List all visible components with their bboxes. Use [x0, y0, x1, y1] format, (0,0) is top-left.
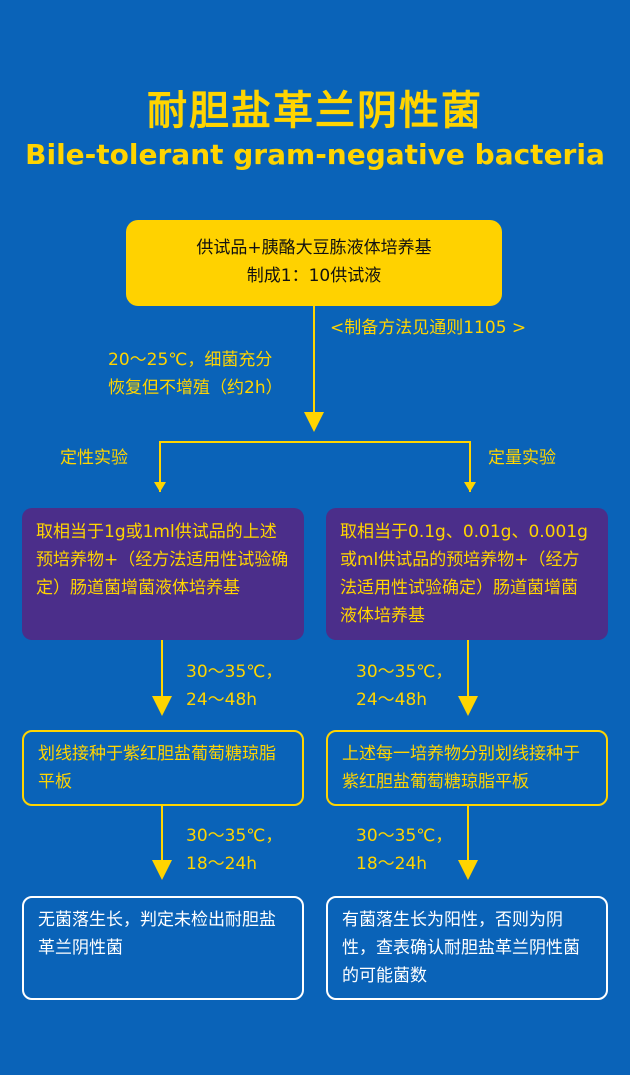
right-temp-2-line-2: 18～24h: [356, 854, 428, 874]
left-temp-1-line-2: 24～48h: [186, 690, 258, 710]
left-plate-box: 划线接种于紫红胆盐葡萄糖琼脂平板: [22, 730, 304, 806]
right-temp-1-line-1: 30～35℃，: [356, 662, 453, 682]
start-line-1: 供试品+胰酪大豆胨液体培养基: [196, 238, 432, 258]
branch-right-arrowhead: [464, 482, 476, 492]
left-enrich-text: 取相当于1g或1ml供试品的上述预培养物+（经方法适用性试验确定）肠道菌增菌液体…: [36, 522, 289, 598]
left-temp-2-line-2: 18～24h: [186, 854, 258, 874]
start-line-2: 制成1：10供试液: [246, 266, 382, 286]
branch-label-quantitative: 定量实验: [488, 448, 556, 468]
right-result-text: 有菌落生长为阳性，否则为阴性，查表确认耐胆盐革兰阴性菌的可能菌数: [342, 910, 580, 986]
start-box: 供试品+胰酪大豆胨液体培养基 制成1：10供试液: [126, 220, 502, 306]
incubation-line-1: 20～25℃，细菌充分: [108, 350, 273, 370]
left-temp-2-line-1: 30～35℃，: [186, 826, 283, 846]
right-temp-2: 30～35℃， 18～24h: [356, 822, 452, 878]
right-plate-box: 上述每一培养物分别划线接种于紫红胆盐葡萄糖琼脂平板: [326, 730, 608, 806]
method-note: <制备方法见通则1105 >: [330, 318, 527, 338]
branch-connector: [159, 441, 471, 492]
left-temp-1: 30～35℃， 24～48h: [186, 658, 282, 714]
branch-left-arrowhead: [154, 482, 166, 492]
title-chinese: 耐胆盐革兰阴性菌: [147, 88, 483, 134]
left-result-box: 无菌落生长，判定未检出耐胆盐革兰阴性菌: [22, 896, 304, 1000]
right-temp-2-line-1: 30～35℃，: [356, 826, 453, 846]
left-enrich-box: 取相当于1g或1ml供试品的上述预培养物+（经方法适用性试验确定）肠道菌增菌液体…: [22, 508, 304, 640]
incubation-line-2: 恢复但不增殖（约2h）: [108, 378, 283, 398]
right-plate-text: 上述每一培养物分别划线接种于紫红胆盐葡萄糖琼脂平板: [342, 744, 580, 792]
left-temp-1-line-1: 30～35℃，: [186, 662, 283, 682]
left-temp-2: 30～35℃， 18～24h: [186, 822, 282, 878]
right-result-box: 有菌落生长为阳性，否则为阴性，查表确认耐胆盐革兰阴性菌的可能菌数: [326, 896, 608, 1000]
right-enrich-text: 取相当于0.1g、0.01g、0.001g或ml供试品的预培养物+（经方法适用性…: [340, 522, 588, 626]
left-result-text: 无菌落生长，判定未检出耐胆盐革兰阴性菌: [38, 910, 276, 958]
title-english: Bile-tolerant gram-negative bacteria: [25, 138, 605, 171]
right-temp-1-line-2: 24～48h: [356, 690, 428, 710]
right-temp-1: 30～35℃， 24～48h: [356, 658, 452, 714]
left-plate-text: 划线接种于紫红胆盐葡萄糖琼脂平板: [38, 744, 276, 792]
right-enrich-box: 取相当于0.1g、0.01g、0.001g或ml供试品的预培养物+（经方法适用性…: [326, 508, 608, 640]
branch-label-qualitative: 定性实验: [60, 448, 128, 468]
incubation-note: 20～25℃，细菌充分 恢复但不增殖（约2h）: [108, 346, 283, 402]
